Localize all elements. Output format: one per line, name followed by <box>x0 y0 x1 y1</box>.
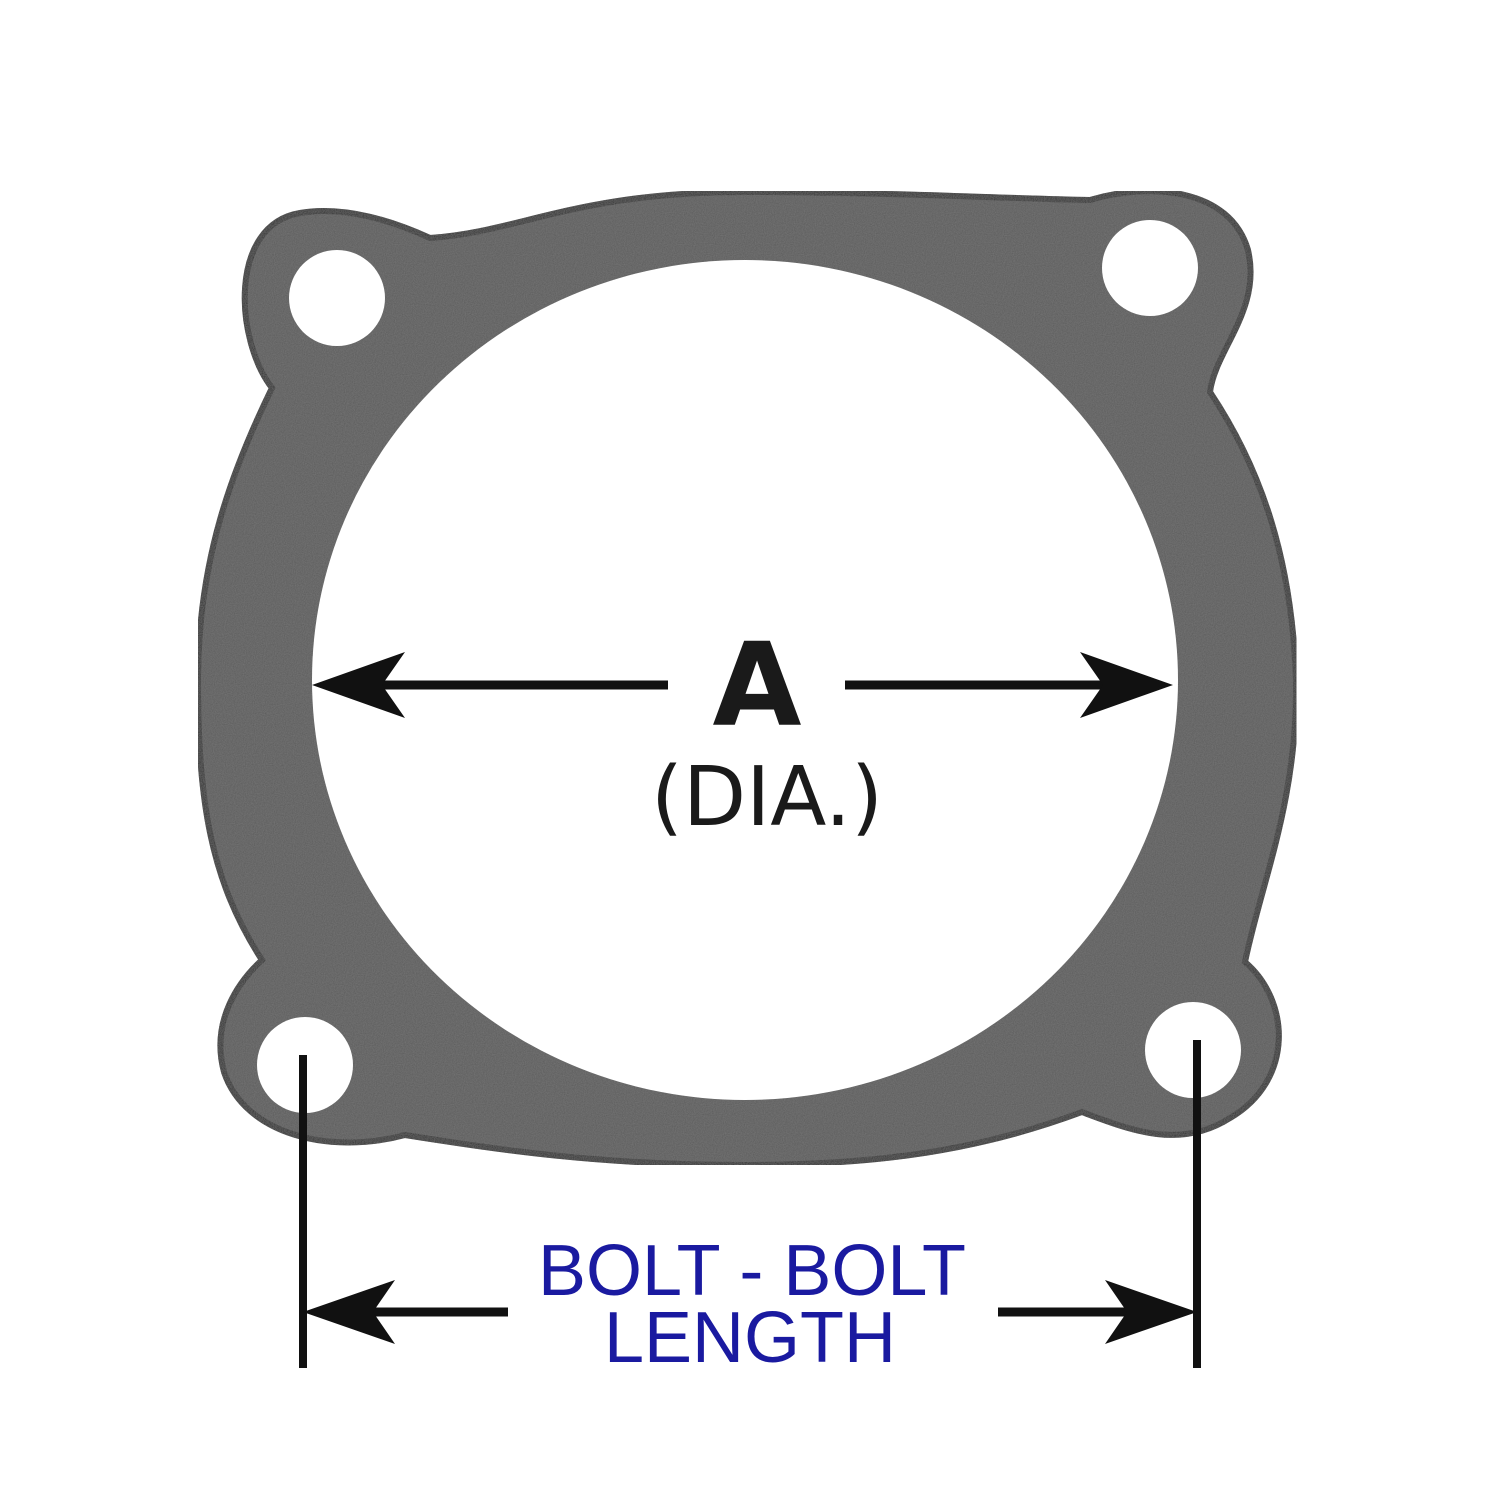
gasket-outline <box>194 188 1300 1169</box>
diameter-arrowhead-left <box>312 652 405 718</box>
gasket-body <box>194 188 1300 1169</box>
bolt-label-line1: BOLT - BOLT <box>538 1231 966 1311</box>
bolt-arrowhead-left <box>303 1280 395 1344</box>
diameter-arrowhead-right <box>1080 652 1173 718</box>
bolt-arrowhead-right <box>1105 1280 1197 1344</box>
diameter-arrow <box>312 652 1173 718</box>
diameter-label: A <box>712 619 801 753</box>
bolt-dimension <box>299 1040 1201 1368</box>
bolt-label-line2: LENGTH <box>604 1298 896 1378</box>
diameter-sublabel: (DIA.) <box>651 750 883 845</box>
